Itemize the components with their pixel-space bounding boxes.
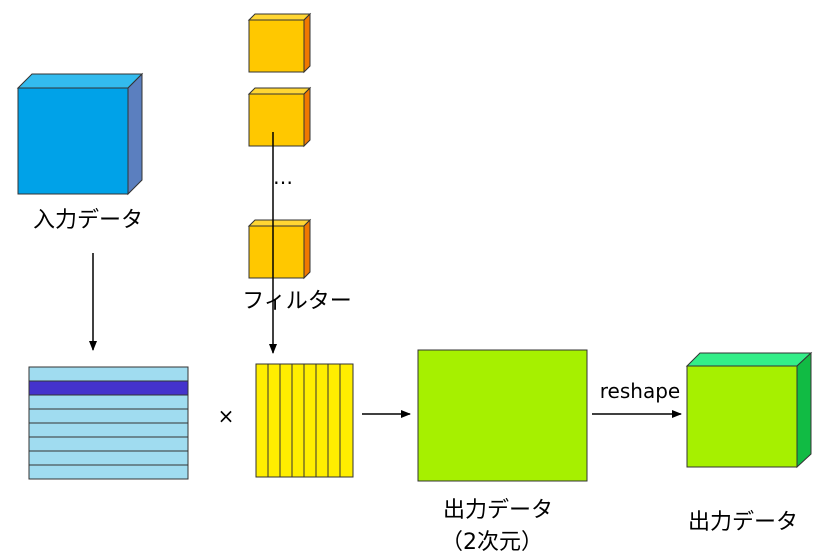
multiply-sign: × — [218, 404, 235, 428]
output-2d-sublabel: （2次元） — [441, 530, 543, 555]
filter-label: フィルター — [242, 289, 352, 314]
filter-column-matrix — [255, 363, 354, 478]
output-2d-matrix — [417, 349, 588, 482]
output-cube-front — [686, 365, 798, 468]
filter-cube-3 — [247, 218, 312, 280]
input-matrix — [28, 366, 189, 480]
input-data-label: 入力データ — [33, 208, 143, 233]
filter-cube-1 — [247, 12, 312, 74]
input-cube-front — [17, 87, 129, 195]
input-data-cube — [16, 72, 144, 196]
output-cube-side — [796, 351, 812, 469]
output-cube-top — [685, 352, 813, 367]
input-matrix-highlight-row — [28, 380, 189, 396]
output-data-label: 出力データ — [688, 510, 798, 535]
filter-ellipsis: … — [273, 165, 293, 189]
output-data-cube — [685, 351, 813, 469]
input-cube-side — [127, 72, 143, 196]
input-cube-top — [16, 73, 144, 89]
output-2d-label: 出力データ — [443, 498, 553, 523]
filter-cube-2 — [247, 86, 312, 148]
reshape-label: reshape — [600, 379, 680, 403]
